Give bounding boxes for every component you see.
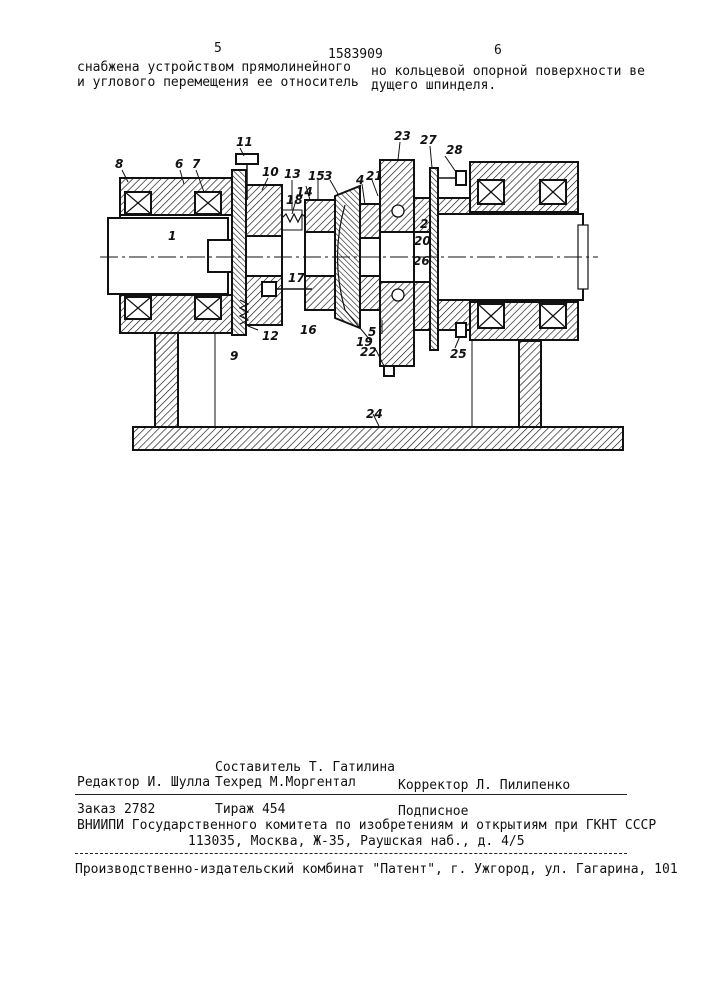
callout-label-14: 14 bbox=[296, 185, 313, 199]
divider-2 bbox=[75, 853, 627, 854]
callout-label-16: 16 bbox=[300, 323, 317, 337]
right-support-leg bbox=[519, 341, 541, 427]
callout-label-12: 12 bbox=[262, 329, 279, 343]
callout-label-3: 3 bbox=[324, 169, 332, 183]
callout-label-28: 28 bbox=[446, 143, 463, 157]
callout-label-1: 1 bbox=[168, 229, 176, 243]
callout-label-24: 24 bbox=[366, 407, 383, 421]
compiler-line: Составитель Т. Гатилина bbox=[215, 760, 395, 775]
callout-label-20: 20 bbox=[414, 234, 431, 248]
callout-label-27: 27 bbox=[420, 133, 437, 147]
vniipi-line: ВНИИПИ Государственного комитета по изоб… bbox=[77, 818, 656, 833]
callout-label-15: 15 bbox=[308, 169, 325, 183]
techred-line: Техред М.Моргентал bbox=[215, 775, 356, 790]
divider-1 bbox=[75, 794, 627, 795]
editor-line: Редактор И. Шулла bbox=[77, 775, 210, 790]
callout-label-6: 6 bbox=[175, 157, 183, 171]
publisher-line: Производственно-издательский комбинат "П… bbox=[75, 862, 678, 877]
callout-label-21: 21 bbox=[366, 169, 383, 183]
callout-label-8: 8 bbox=[115, 157, 123, 171]
left-support-leg bbox=[155, 332, 178, 427]
callout-label-4: 4 bbox=[355, 173, 364, 187]
callout-label-7: 7 bbox=[192, 157, 201, 171]
callout-label-25: 25 bbox=[450, 347, 467, 361]
circulation-line: Тираж 454 bbox=[215, 802, 285, 817]
adjusting-screw bbox=[236, 154, 258, 164]
order-line: Заказ 2782 bbox=[77, 802, 155, 817]
callout-label-13: 13 bbox=[284, 167, 301, 181]
base-plate bbox=[133, 427, 623, 450]
callout-label-11: 11 bbox=[236, 135, 253, 149]
callout-label-2: 2 bbox=[420, 217, 428, 231]
address-line: 113035, Москва, Ж-35, Раушская наб., д. … bbox=[188, 834, 525, 849]
subscription-line: Подписное bbox=[398, 804, 468, 819]
callout-label-22: 22 bbox=[360, 345, 377, 359]
callout-label-17: 17 bbox=[288, 271, 305, 285]
callout-label-26: 26 bbox=[413, 254, 430, 268]
callout-label-23: 23 bbox=[394, 129, 411, 143]
callout-label-9: 9 bbox=[230, 349, 238, 363]
callout-label-10: 10 bbox=[262, 165, 279, 179]
corrector-line: Корректор Л. Пилипенко bbox=[398, 778, 570, 793]
